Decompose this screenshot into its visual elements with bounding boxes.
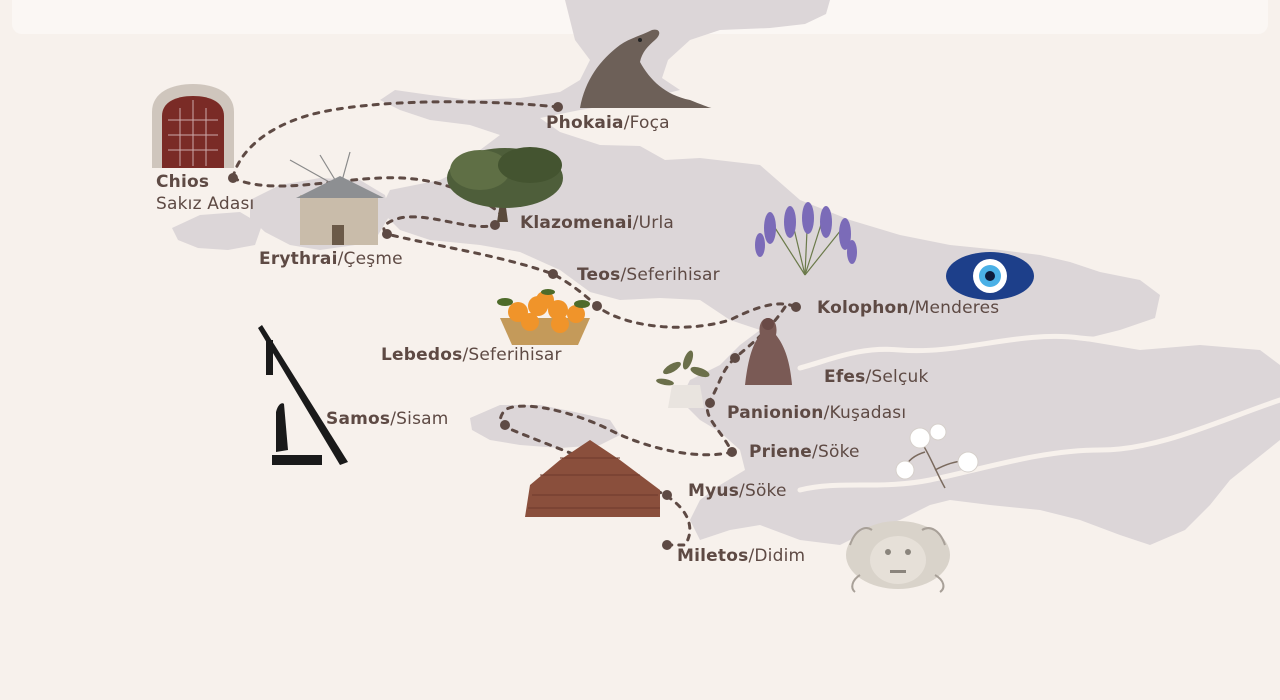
lavender-icon — [755, 202, 857, 276]
olive-tree-icon — [447, 147, 563, 222]
modern-name-panionion: Kuşadası — [829, 403, 907, 423]
stop-dot-phokaia[interactable] — [553, 102, 563, 112]
stop-dot-priene[interactable] — [727, 447, 737, 457]
route-path — [231, 100, 798, 547]
modern-name-kolophon: Menderes — [914, 298, 1000, 318]
brick-ruin-icon — [525, 440, 660, 517]
modern-name-phokaia: Foça — [629, 113, 670, 133]
evil-eye-icon — [946, 252, 1034, 300]
modern-name-lebedos: Seferihisar — [468, 345, 562, 365]
plant-vase-icon — [656, 350, 710, 408]
land-layer — [172, 0, 1280, 545]
ancient-name-phokaia: Phokaia — [546, 113, 624, 133]
label-efes[interactable]: Efes/Selçuk — [824, 367, 929, 387]
sea-lion-icon — [580, 29, 712, 108]
stop-dot-lebedos[interactable] — [592, 301, 602, 311]
label-priene[interactable]: Priene/Söke — [749, 442, 860, 462]
modern-name-myus: Söke — [744, 481, 787, 501]
stop-dot-efes[interactable] — [730, 353, 740, 363]
label-miletos[interactable]: Miletos/Didim — [677, 546, 806, 566]
river-layer — [797, 327, 1280, 493]
modern-name-miletos: Didim — [754, 546, 806, 566]
ancient-name-samos: Samos — [326, 409, 391, 429]
river-menderes — [797, 397, 1280, 493]
stop-dot-myus[interactable] — [662, 490, 672, 500]
ancient-name-lebedos: Lebedos — [381, 345, 463, 365]
modern-name-efes: Selçuk — [871, 367, 929, 387]
label-erythrai[interactable]: Erythrai/Çeşme — [259, 249, 403, 269]
ancient-name-miletos: Miletos — [677, 546, 749, 566]
modern-name-chios: Sakız Adası — [156, 194, 255, 214]
ancient-name-teos: Teos — [577, 265, 621, 285]
stop-dot-kolophon[interactable] — [791, 302, 801, 312]
modern-name-priene: Söke — [817, 442, 860, 462]
modern-name-samos: Sisam — [396, 409, 449, 429]
arched-door-icon — [152, 84, 234, 168]
label-samos[interactable]: Samos/Sisam — [326, 409, 449, 429]
medusa-head-icon — [846, 521, 950, 593]
pythagoras-monument-icon — [258, 325, 348, 465]
virgin-mary-statue-icon — [745, 318, 792, 385]
stop-dot-panionion[interactable] — [705, 398, 715, 408]
modern-name-teos: Seferihisar — [626, 265, 720, 285]
modern-name-klazomenai: Urla — [638, 213, 675, 233]
stop-dot-miletos[interactable] — [662, 540, 672, 550]
ancient-name-efes: Efes — [824, 367, 866, 387]
cesme-tip-land — [172, 212, 262, 250]
label-kolophon[interactable]: Kolophon/Menderes — [817, 298, 1000, 318]
ancient-name-priene: Priene — [749, 442, 813, 462]
ancient-name-kolophon: Kolophon — [817, 298, 909, 318]
stop-dot-chios[interactable] — [228, 173, 238, 183]
label-lebedos[interactable]: Lebedos/Seferihisar — [381, 345, 562, 365]
ancient-name-panionion: Panionion — [727, 403, 824, 423]
ancient-name-klazomenai: Klazomenai — [520, 213, 633, 233]
label-teos[interactable]: Teos/Seferihisar — [577, 265, 720, 285]
stop-markers — [228, 102, 801, 550]
stop-dot-klazomenai[interactable] — [490, 220, 500, 230]
stop-dot-teos[interactable] — [548, 269, 558, 279]
label-phokaia[interactable]: Phokaia/Foça — [546, 113, 670, 133]
ancient-name-chios: Chios — [156, 172, 210, 192]
ancient-name-myus: Myus — [688, 481, 740, 501]
stop-dot-erythrai[interactable] — [382, 229, 392, 239]
mainland-land — [380, 0, 1280, 545]
windmill-icon — [289, 151, 384, 245]
mandarin-basket-icon — [497, 289, 590, 345]
label-myus[interactable]: Myus/Söke — [688, 481, 787, 501]
stop-dot-samos[interactable] — [500, 420, 510, 430]
samos-island-land — [470, 405, 620, 448]
label-klazomenai[interactable]: Klazomenai/Urla — [520, 213, 675, 233]
label-panionion[interactable]: Panionion/Kuşadası — [727, 403, 907, 423]
river-gediz — [797, 327, 1280, 371]
cotton-icon — [895, 423, 979, 489]
ancient-name-erythrai: Erythrai — [259, 249, 338, 269]
modern-name-erythrai: Çeşme — [343, 249, 403, 269]
